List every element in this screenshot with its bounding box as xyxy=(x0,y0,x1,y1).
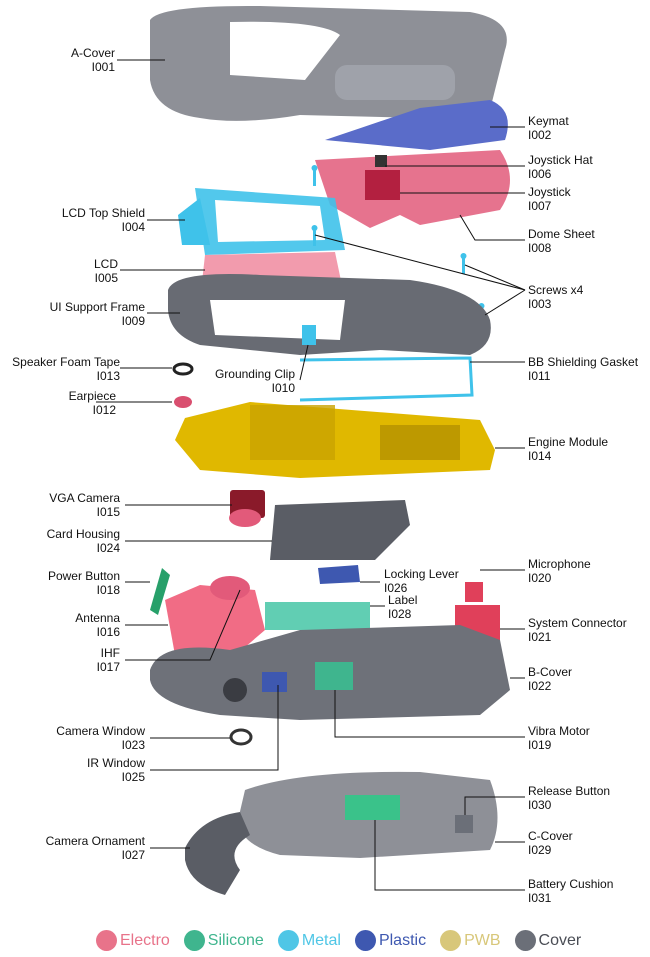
legend-item-electro: Electro xyxy=(96,930,170,951)
camera-ornament-part xyxy=(185,812,250,895)
legend-label: Electro xyxy=(120,931,170,949)
camera-window-part xyxy=(229,728,253,746)
battery-cushion-part xyxy=(345,795,400,820)
vibra-motor-part xyxy=(315,662,353,690)
legend-swatch xyxy=(277,930,299,951)
legend-swatch xyxy=(183,930,205,951)
locking-lever-part xyxy=(318,565,360,584)
keymat-part xyxy=(325,100,508,150)
legend: Electro Silicone Metal Plastic PWB Cover xyxy=(96,930,581,951)
microphone-part xyxy=(465,582,483,602)
ihf-part xyxy=(210,576,250,600)
antenna-part xyxy=(165,585,265,660)
legend-label: Cover xyxy=(538,931,582,949)
a-cover-part xyxy=(150,5,507,121)
release-button-part xyxy=(455,815,473,833)
legend-item-plastic: Plastic xyxy=(354,930,427,951)
legend-item-silicone: Silicone xyxy=(183,930,264,951)
legend-label: Silicone xyxy=(207,931,264,949)
leader-lines xyxy=(96,59,526,891)
legend-label: Metal xyxy=(301,931,341,949)
card-housing-part xyxy=(270,500,410,560)
power-button-part xyxy=(150,568,170,615)
lcd-top-shield-part xyxy=(195,188,345,255)
legend-item-cover: Cover xyxy=(514,930,582,951)
legend-swatch xyxy=(440,930,462,951)
legend-item-metal: Metal xyxy=(277,930,341,951)
legend-swatch xyxy=(96,930,117,951)
speaker-foam-tape-part xyxy=(172,362,194,376)
earpiece-part xyxy=(174,396,192,408)
ui-support-frame-part xyxy=(168,274,491,355)
legend-label: Plastic xyxy=(378,931,427,949)
legend-swatch xyxy=(354,930,376,951)
legend-swatch xyxy=(514,930,536,951)
dome-sheet-part xyxy=(315,150,510,228)
legend-item-pwb: PWB xyxy=(440,930,501,951)
bb-shielding-gasket-part xyxy=(299,356,474,402)
label-part xyxy=(265,602,370,630)
legend-label: PWB xyxy=(464,931,501,949)
